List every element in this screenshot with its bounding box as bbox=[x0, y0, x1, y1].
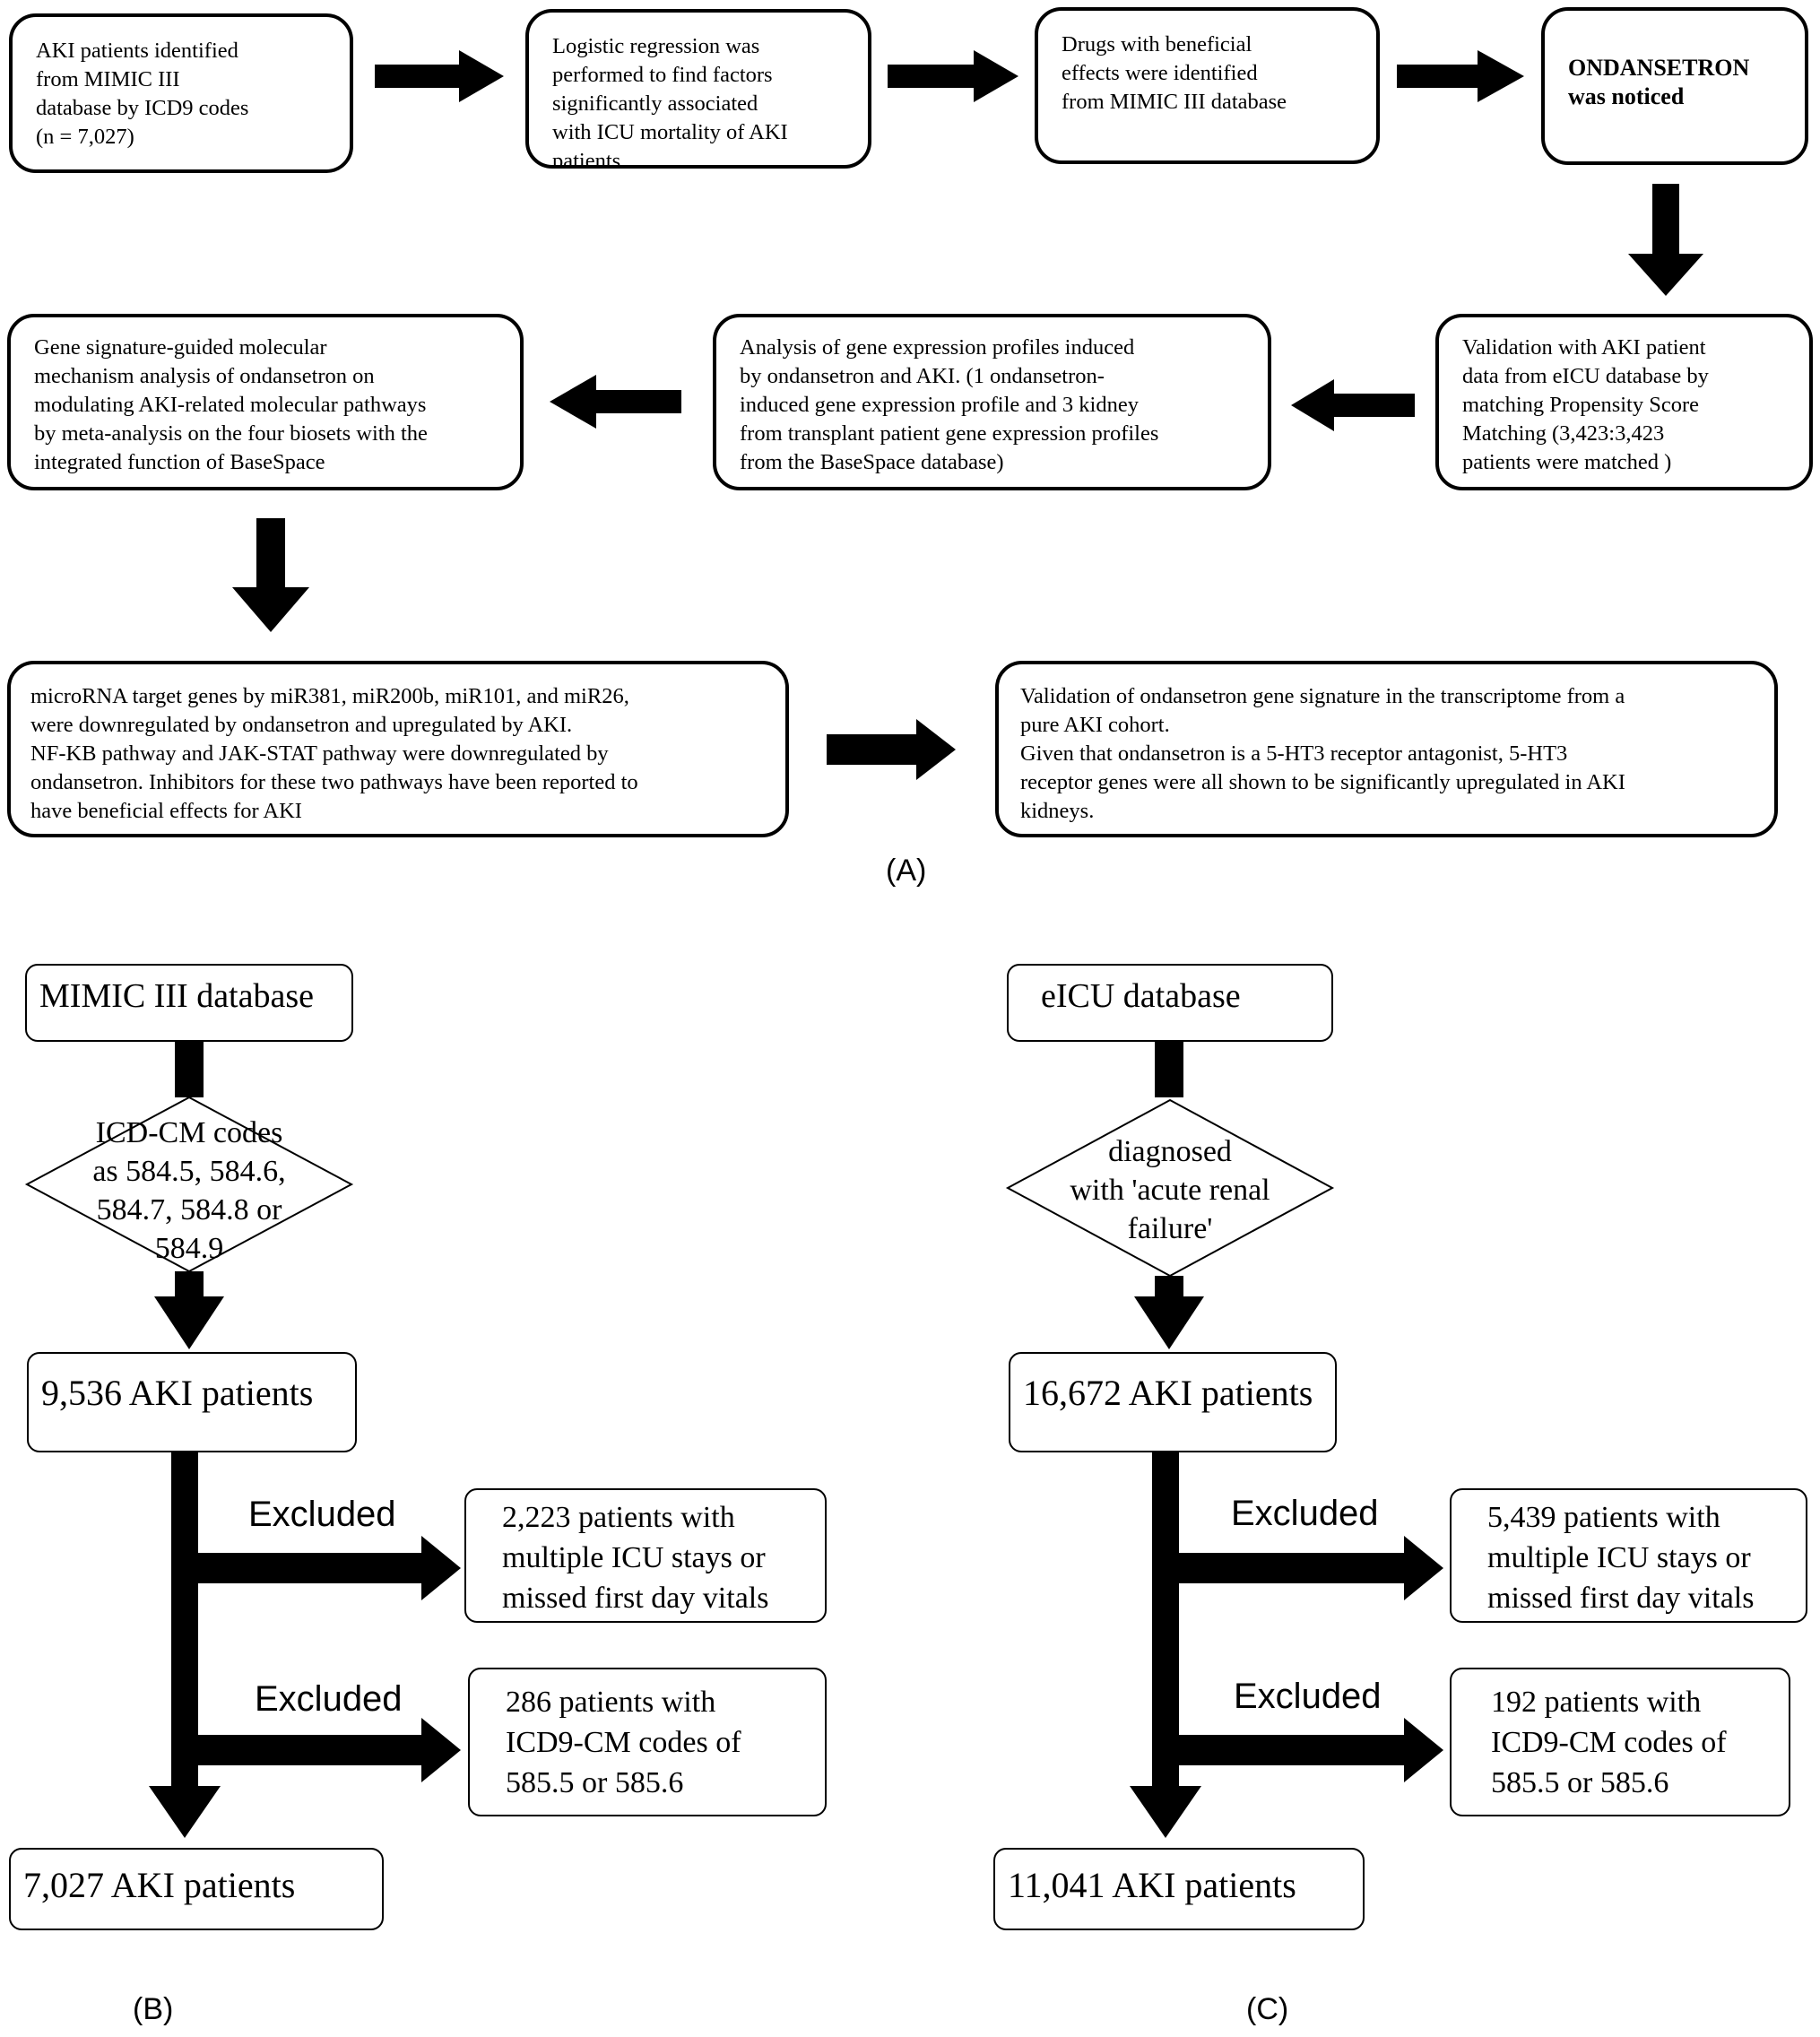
eicu-exclusion-multiple-stays: 5,439 patients with multiple ICU stays o… bbox=[1450, 1488, 1807, 1623]
step-beneficial-drugs: Drugs with beneficial effects were ident… bbox=[1035, 7, 1380, 164]
step-aki-identification: AKI patients identified from MIMIC III d… bbox=[9, 13, 353, 173]
step-microrna-pathways: microRNA target genes by miR381, miR200b… bbox=[7, 661, 789, 837]
eicu-excluded-label-2: Excluded bbox=[1234, 1677, 1382, 1716]
eicu-excluded-label-1: Excluded bbox=[1231, 1494, 1379, 1533]
step-logistic-regression: Logistic regression was performed to fin… bbox=[525, 9, 871, 169]
eicu-criteria-text: diagnosed with 'acute renal failure' bbox=[1070, 1135, 1270, 1245]
arrow-a7-down bbox=[232, 518, 309, 632]
arrow-c-exclude-1 bbox=[1179, 1536, 1443, 1600]
step-transcriptome-validation: Validation of ondansetron gene signature… bbox=[995, 661, 1778, 837]
mimic-exclusion-icd9: 286 patients with ICD9-CM codes of 585.5… bbox=[468, 1668, 827, 1816]
mimic-criteria-text: ICD-CM codes as 584.5, 584.6, 584.7, 584… bbox=[92, 1116, 286, 1265]
step-ondansetron-noticed: ONDANSETRON was noticed bbox=[1541, 7, 1808, 165]
step-molecular-mechanism: Gene signature-guided molecular mechanis… bbox=[7, 314, 524, 490]
arrow-a4-down bbox=[1628, 184, 1703, 296]
connector-c-source bbox=[1155, 1042, 1183, 1097]
mimic-exclusion-multiple-stays: 2,223 patients with multiple ICU stays o… bbox=[464, 1488, 827, 1623]
arrow-a8-right bbox=[827, 719, 956, 780]
arrow-a6-left bbox=[550, 375, 681, 429]
eicu-final-count: 11,041 AKI patients bbox=[993, 1848, 1365, 1930]
arrow-a3-right bbox=[1397, 50, 1524, 102]
mimic-excluded-label-2: Excluded bbox=[255, 1679, 403, 1719]
arrow-a1-right bbox=[375, 50, 504, 102]
step-gene-expression-profiles: Analysis of gene expression profiles ind… bbox=[713, 314, 1271, 490]
mimic-excluded-label-1: Excluded bbox=[248, 1495, 396, 1534]
mimic-final-count: 7,027 AKI patients bbox=[9, 1848, 384, 1930]
eicu-exclusion-icd9: 192 patients with ICD9-CM codes of 585.5… bbox=[1450, 1668, 1790, 1816]
step-eicu-validation: Validation with AKI patient data from eI… bbox=[1435, 314, 1813, 490]
arrow-b-main-down bbox=[149, 1452, 221, 1838]
arrow-b-exclude-2 bbox=[198, 1718, 461, 1782]
connector-b-source bbox=[175, 1042, 204, 1097]
panel-a-label: (A) bbox=[886, 854, 927, 888]
arrow-b-down-1 bbox=[154, 1271, 224, 1349]
mimic-initial-count: 9,536 AKI patients bbox=[27, 1352, 357, 1452]
eicu-initial-count: 16,672 AKI patients bbox=[1009, 1352, 1337, 1452]
arrow-b-exclude-1 bbox=[198, 1536, 461, 1600]
arrow-a2-right bbox=[888, 50, 1018, 102]
arrow-c-down-1 bbox=[1134, 1276, 1204, 1349]
mimic-database-box: MIMIC III database bbox=[25, 964, 353, 1042]
arrow-a5-left bbox=[1291, 379, 1415, 431]
arrow-c-main-down bbox=[1130, 1452, 1201, 1838]
arrow-c-exclude-2 bbox=[1179, 1718, 1443, 1782]
panel-c-label: (C) bbox=[1246, 1992, 1289, 2026]
eicu-database-box: eICU database bbox=[1007, 964, 1333, 1042]
panel-b-label: (B) bbox=[133, 1992, 174, 2026]
